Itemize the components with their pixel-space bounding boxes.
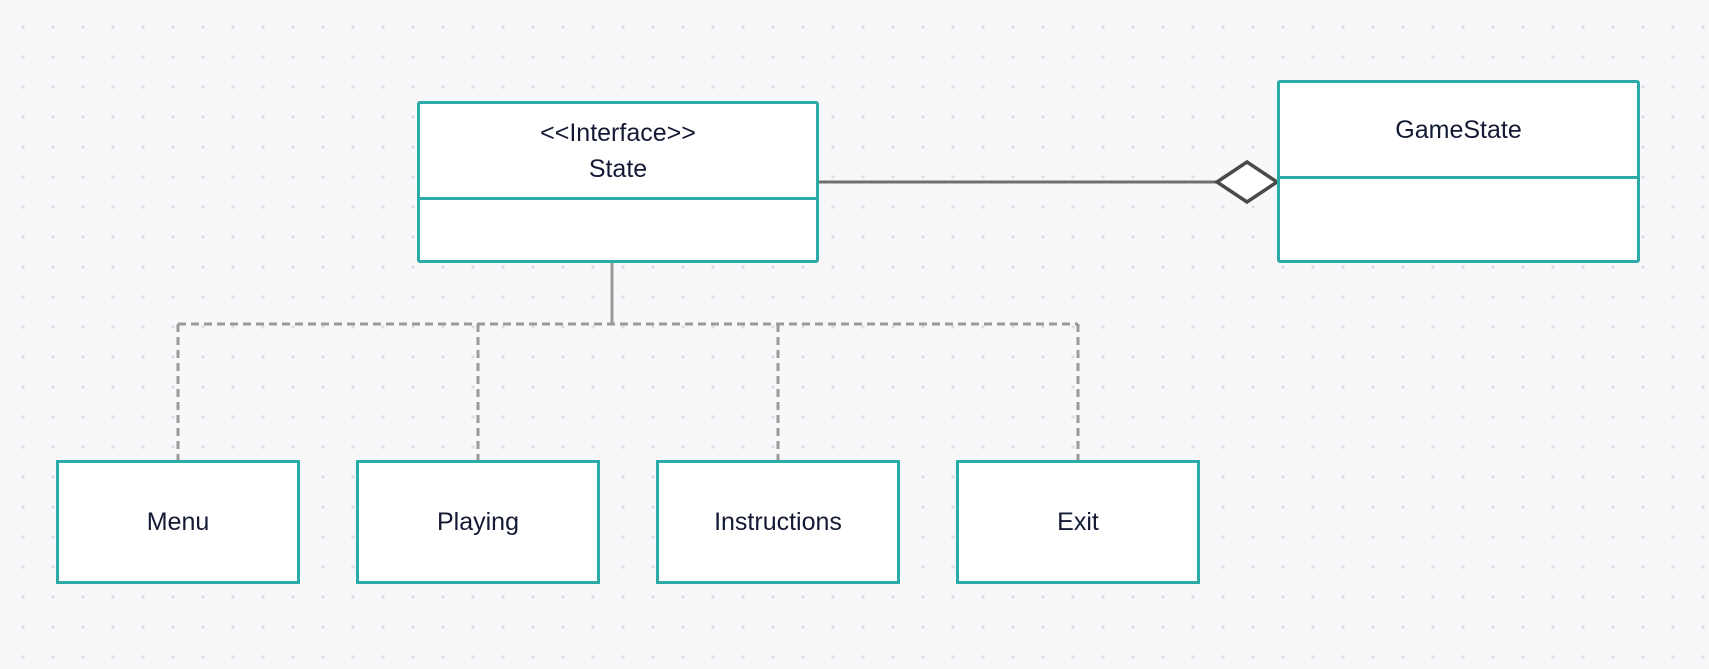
interface-state-header: <<Interface>> State	[420, 104, 816, 200]
aggregation-diamond	[1213, 159, 1281, 205]
class-instructions-name: Instructions	[714, 507, 842, 536]
class-exit-box[interactable]: Exit	[956, 460, 1200, 584]
class-menu-box[interactable]: Menu	[56, 460, 300, 584]
class-instructions-box[interactable]: Instructions	[656, 460, 900, 584]
class-gamestate-header: GameState	[1280, 83, 1637, 179]
interface-stereotype: <<Interface>>	[540, 118, 696, 147]
class-playing-box[interactable]: Playing	[356, 460, 600, 584]
class-playing-name: Playing	[437, 507, 519, 536]
class-exit-name: Exit	[1057, 507, 1099, 536]
class-gamestate-box[interactable]: GameState	[1277, 80, 1640, 263]
class-menu-name: Menu	[146, 507, 210, 536]
interface-name: State	[588, 154, 648, 183]
interface-state-box[interactable]: <<Interface>> State	[417, 101, 819, 263]
realization-lines	[176, 322, 1080, 461]
class-gamestate-name: GameState	[1395, 115, 1522, 144]
